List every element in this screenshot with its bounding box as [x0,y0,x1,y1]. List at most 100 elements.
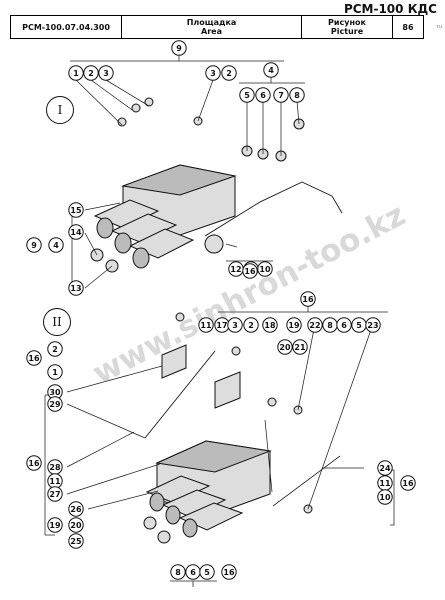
callout-circle [400,475,416,491]
callout-circle [170,564,186,580]
callout-c12: 12 [228,261,244,277]
upper-bolt-head-1 [117,117,127,127]
callout-c19_b: 19 [47,517,63,533]
callout-circle [205,65,221,81]
top-title: РСМ-100 КДС [343,2,437,16]
callout-c2_a: 2 [83,65,99,81]
callout-c25: 25 [68,533,84,549]
callout-circle [68,533,84,549]
callout-number: 1 [73,69,79,78]
callout-number: 13 [70,284,81,293]
callout-c26: 26 [68,501,84,517]
page-mark: ru [436,24,442,30]
callout-c15: 15 [68,202,84,218]
callout-c16_left: 16 [26,350,42,366]
callout-number: 11 [49,477,61,486]
lower-cylinder-end-1 [149,492,165,512]
callout-c20_a: 20 [277,339,293,355]
callout-c22: 22 [307,317,323,333]
callout-circle [68,501,84,517]
callout-number: 10 [259,265,271,274]
callout-circle [68,65,84,81]
upper-cylinder-end-2 [114,232,132,254]
callout-c27: 27 [47,486,63,502]
callout-c16_right: 16 [400,475,416,491]
callout-circle [26,350,42,366]
callout-circle [273,87,289,103]
callout-c6_a: 6 [255,87,271,103]
callout-c23: 23 [365,317,381,333]
callout-number: 16 [28,459,40,468]
callout-circle [286,317,302,333]
picture-label-en: Picture [330,27,364,36]
callout-number: 22 [309,321,320,330]
callout-number: 27 [49,490,60,499]
lower-cylinder-end-3 [182,518,198,538]
callout-number: 8 [175,568,181,577]
callout-c14: 14 [68,224,84,240]
left-bracket [161,344,187,379]
callout-c20_b: 20 [68,517,84,533]
callout-number: 3 [103,69,109,78]
callout-number: 9 [31,241,37,250]
callout-c9_top: 9 [171,40,187,56]
callout-number: 2 [248,321,254,330]
left-bracket-i [71,210,80,288]
upper-bolt-head-2 [131,103,141,113]
lower-rod-right-inner [272,455,341,507]
leader-8 [296,100,300,125]
callout-c11_d: 11 [377,475,393,491]
callout-circle [242,263,258,279]
callout-number: 6 [341,321,347,330]
callout-c3_a: 3 [98,65,114,81]
callout-number: 11 [379,479,391,488]
leader-1 [75,79,123,126]
callout-c4_b: 4 [48,237,64,253]
callout-circle [289,87,305,103]
lower-spool-cylinders [145,475,244,538]
callout-number: 2 [226,69,232,78]
callout-number: 5 [356,321,362,330]
callout-number: 16 [402,479,414,488]
right-bracket [214,371,241,409]
callout-number: 21 [294,343,306,352]
callout-c7_a: 7 [273,87,289,103]
callout-c18: 18 [262,317,278,333]
callout-circle [68,224,84,240]
upper-cylinder-end-3 [132,247,150,269]
callout-c11_c: 11 [47,473,63,489]
callout-c8_a: 8 [289,87,305,103]
callout-c1_b: 1 [47,364,63,380]
area-label-en: Area [201,27,222,36]
callout-c5_a: 5 [239,87,255,103]
leader-12 [225,243,238,248]
callout-number: 16 [223,568,235,577]
callout-c8_b: 8 [322,317,338,333]
leader-30 [66,365,163,393]
callout-circle [292,339,308,355]
callout-number: 17 [216,321,227,330]
callout-number: 18 [264,321,276,330]
callout-circle [47,364,63,380]
callout-c5_b: 5 [351,317,367,333]
callout-circle [47,486,63,502]
callout-circle [365,317,381,333]
callout-c2_c: 2 [243,317,259,333]
callout-circle [243,317,259,333]
lower-rod-left-inner [144,350,216,439]
area-label-ru: Площадка [186,18,237,27]
callout-number: 16 [302,295,314,304]
bottom-bracket-865 [170,580,217,587]
callout-c1_a: 1 [68,65,84,81]
section-label-i: I [46,96,74,124]
document-code: РСМ-100.07.04.300 [11,16,122,38]
callout-circle [68,280,84,296]
callout-number: 20 [70,521,82,530]
callout-c3_c: 3 [227,317,243,333]
lower-bolt-head-2 [231,346,241,356]
callout-number: 15 [70,206,82,215]
callout-number: 7 [278,91,284,100]
leader-13 [84,265,113,289]
callout-number: 26 [70,505,82,514]
